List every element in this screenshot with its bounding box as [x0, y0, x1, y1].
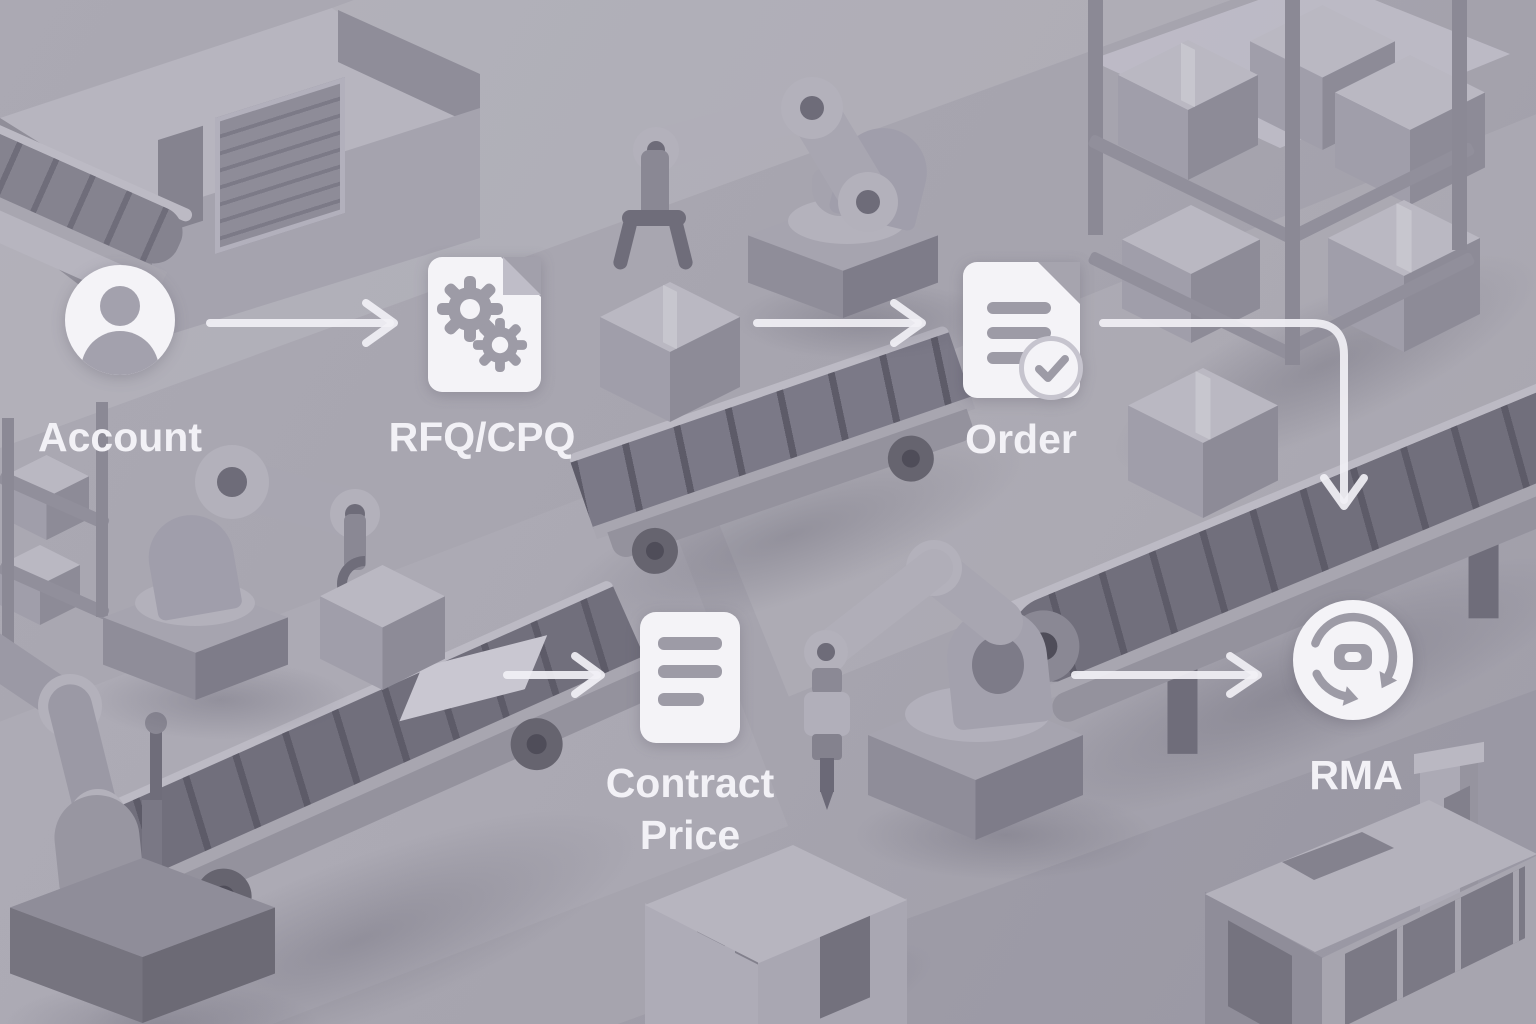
robot-wrist	[344, 514, 366, 570]
document-line	[987, 302, 1051, 314]
shadow	[0, 980, 320, 1024]
factory-building	[0, 0, 500, 440]
roof-vent	[1282, 832, 1394, 880]
user-shoulders	[81, 331, 159, 375]
shelf-post	[96, 402, 108, 617]
drill-neck	[812, 668, 842, 694]
drill-collar	[812, 734, 842, 760]
drill-bit	[820, 758, 834, 792]
workshop-window	[735, 910, 763, 968]
check-badge	[1019, 336, 1083, 400]
robot-wrist	[641, 150, 669, 218]
step-label-account: Account	[38, 414, 202, 460]
hook	[325, 544, 405, 624]
robot-joint	[330, 489, 380, 539]
drill-tip	[820, 790, 834, 810]
user-head	[100, 286, 140, 326]
cardboard-box	[600, 282, 740, 422]
rack-post	[1285, 0, 1300, 365]
document-line	[658, 637, 722, 650]
robot-arm-segment	[202, 452, 385, 545]
shadow	[735, 280, 995, 360]
robot-wrist-joint	[804, 630, 848, 674]
robot-pedestal	[135, 580, 255, 626]
robot-arm-segment	[634, 83, 837, 174]
step-label-order: Order	[965, 416, 1077, 462]
cardboard-box	[1128, 368, 1278, 518]
document-line	[658, 693, 704, 706]
document-lines-icon	[640, 612, 740, 743]
storage-rack	[1080, 0, 1536, 400]
robot-joint	[781, 77, 843, 139]
gripper-bar	[622, 210, 686, 226]
robot-wrist-joint	[633, 127, 679, 173]
shadow	[623, 914, 947, 1024]
gripper-claw	[611, 217, 639, 271]
step-label-rfq-cpq: RFQ/CPQ	[388, 414, 576, 460]
robot-pedestal	[788, 198, 906, 244]
shelf-post	[2, 418, 14, 643]
workshop-window	[697, 895, 725, 947]
rack-post	[1088, 0, 1103, 235]
gears-glyph	[437, 276, 528, 373]
shadow	[1152, 870, 1536, 1024]
return-cycle-icon	[1293, 600, 1413, 720]
cardboard-box	[1118, 40, 1258, 180]
robot-shoulder-mount	[141, 508, 244, 622]
document-line	[658, 665, 722, 678]
step-label-contract-price: Contract Price	[605, 760, 775, 858]
shadow	[90, 660, 350, 740]
storage-rack	[0, 395, 140, 655]
stop-pole-knob	[145, 712, 167, 734]
user-icon	[65, 265, 175, 375]
rack-post	[1452, 0, 1467, 250]
document-check-icon	[963, 262, 1083, 400]
document-line	[987, 327, 1051, 339]
drill-body	[804, 692, 850, 736]
robot-joint	[838, 172, 898, 232]
robot-arm-segment	[777, 74, 903, 237]
step-label-rma: RMA	[1309, 752, 1403, 798]
robot-column	[812, 168, 882, 216]
gripper-claw	[667, 217, 695, 271]
robot-shoulder-mount	[827, 118, 937, 233]
stop-pole	[150, 730, 162, 808]
shadow	[855, 790, 1155, 880]
document-gears-icon	[428, 257, 541, 392]
cardboard-box	[1335, 55, 1485, 205]
